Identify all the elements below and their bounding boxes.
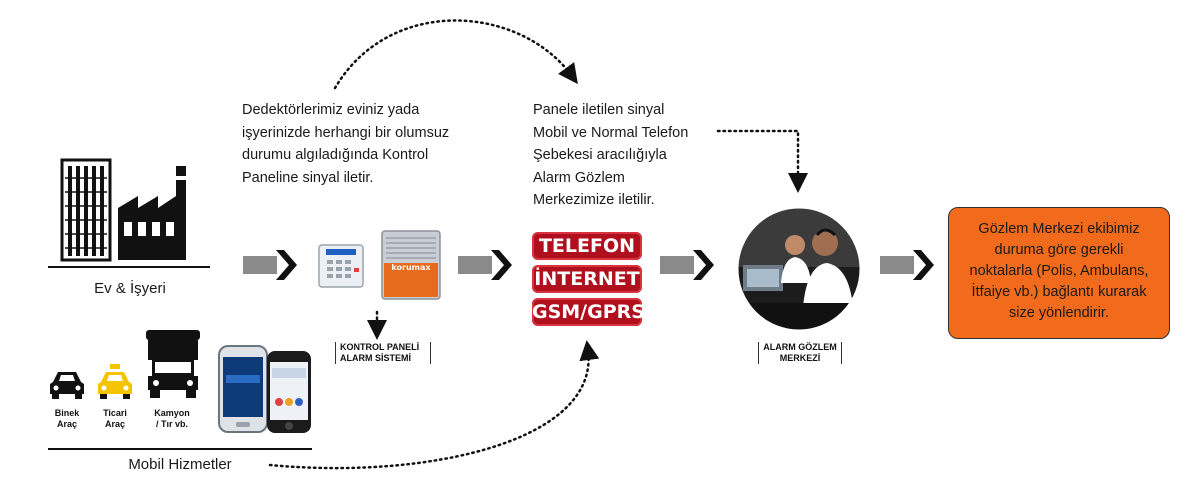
flow-arrow-4 xyxy=(880,250,934,280)
control-panel-label: KONTROL PANELİ ALARM SİSTEMİ xyxy=(335,342,431,364)
taxi-icon xyxy=(98,364,132,399)
truck-icon xyxy=(146,330,200,398)
monitoring-center-label: ALARM GÖZLEM MERKEZİ xyxy=(758,342,842,364)
panel-brand-label: korumax xyxy=(391,263,431,272)
channel-internet: İNTERNET xyxy=(532,265,642,293)
monitoring-center-photo xyxy=(737,207,861,331)
flow-arrow-1 xyxy=(243,250,297,280)
building-icon xyxy=(60,158,186,262)
alarm-panel-icon xyxy=(381,230,441,300)
channel-gsm-gprs: GSM/GPRS xyxy=(532,298,645,326)
flow-arrow-3 xyxy=(660,250,714,280)
keypad-icon xyxy=(318,244,364,288)
car-icon xyxy=(50,372,84,399)
bottom-arc-connector xyxy=(268,340,600,470)
step2-description: Panele iletilen sinyal Mobil ve Normal T… xyxy=(533,102,689,208)
home-business-label: Ev & İşyeri xyxy=(94,280,166,297)
smartphone-icon xyxy=(218,345,268,433)
step1-description: Dedektörlerimiz eviniz yada işyerinizde … xyxy=(242,102,450,186)
response-description-box: Gözlem Merkezi ekibimiz duruma göre gere… xyxy=(948,207,1170,339)
top-arc-connector xyxy=(333,19,578,90)
flow-arrow-2 xyxy=(458,250,512,280)
mobile-services-label: Mobil Hizmetler xyxy=(128,456,232,473)
truck-label: Kamyon/ Tır vb. xyxy=(154,408,190,429)
channel-telefon: TELEFON xyxy=(532,232,642,260)
control-panel-box: korumax xyxy=(381,230,441,300)
right-connector xyxy=(716,129,808,193)
iphone-icon xyxy=(267,351,311,433)
